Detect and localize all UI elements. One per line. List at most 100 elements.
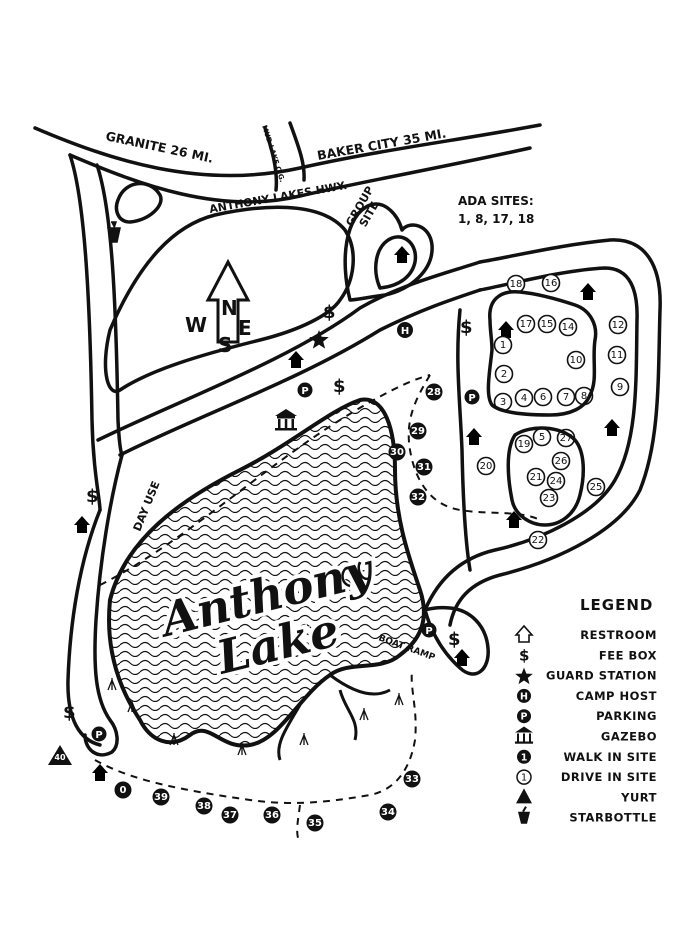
legend-label: STARBOTTLE [569, 811, 657, 825]
ada-sites: 1, 8, 17, 18 [458, 212, 534, 226]
compass-w: W [185, 313, 207, 337]
west-road-inner [95, 163, 124, 457]
west-road-outer [68, 153, 102, 512]
parking-icon: P [517, 709, 531, 724]
highway-lower-edge [68, 146, 532, 204]
walk-in-site-31: 31 [415, 458, 433, 476]
drive-in-site-icon: 1 [516, 769, 532, 785]
svg-text:2: 2 [501, 369, 507, 380]
svg-text:24: 24 [550, 476, 563, 487]
svg-text:1: 1 [500, 340, 506, 351]
svg-text:21: 21 [530, 472, 543, 483]
fee-box-icon: $ [86, 486, 99, 507]
trail-east-campsites [407, 374, 541, 521]
svg-text:35: 35 [308, 818, 322, 829]
fee-box-icon: $ [333, 376, 346, 397]
svg-text:23: 23 [543, 493, 556, 504]
drive-in-site-15: 15 [537, 314, 557, 334]
legend-row: 1 WALK IN SITE [517, 749, 657, 764]
trail-spur-35 [296, 804, 301, 839]
svg-text:32: 32 [411, 492, 425, 503]
drive-in-site-11: 11 [607, 345, 627, 365]
svg-text:25: 25 [590, 482, 603, 493]
svg-text:1: 1 [521, 752, 528, 763]
svg-text:4: 4 [521, 393, 527, 404]
restroom-icon [580, 283, 596, 300]
north-arrow-icon [205, 258, 251, 344]
drive-in-site-12: 12 [608, 315, 628, 335]
restroom-icon [498, 321, 514, 338]
main-road-south-edge [118, 288, 482, 457]
svg-text:5: 5 [539, 432, 545, 443]
group-site-loop [343, 202, 434, 302]
legend-label: GUARD STATION [546, 669, 657, 683]
legend-label: RESTROOM [580, 628, 657, 642]
campground-loops [486, 290, 598, 527]
svg-text:31: 31 [417, 462, 431, 473]
parking-icon: P [297, 382, 313, 398]
yurt-icon [48, 745, 72, 765]
restroom-icon [604, 419, 620, 436]
road-network [33, 121, 662, 757]
lakeshore-road-outer [66, 508, 102, 747]
legend-label: PARKING [596, 709, 657, 723]
mud-lake-road-left [263, 126, 279, 192]
svg-text:8: 8 [581, 391, 587, 402]
lake-shoreline [107, 397, 426, 748]
svg-text:1: 1 [521, 773, 527, 784]
fee-box-icon: $ [448, 629, 461, 650]
drive-in-site-18: 18 [506, 274, 526, 294]
mud-lake-road-right [288, 121, 306, 182]
legend-label: CAMP HOST [576, 689, 657, 703]
drive-in-site-5: 5 [532, 427, 552, 447]
restroom-icon [394, 246, 410, 263]
svg-text:17: 17 [520, 319, 533, 330]
fee-box-icon: $ [519, 646, 529, 664]
walk-in-site-34: 34 [379, 803, 397, 821]
north-loop-road [486, 290, 598, 417]
walk-in-site-37: 37 [221, 806, 239, 824]
svg-text:RAMP: RAMP [405, 644, 436, 664]
legend-row: GAZEBO [515, 726, 657, 744]
starbottle-icon [107, 221, 121, 243]
svg-text:34: 34 [381, 807, 395, 818]
drive-in-site-16: 16 [541, 273, 561, 293]
drive-in-site-17: 17 [516, 314, 536, 334]
svg-text:P: P [95, 730, 102, 741]
svg-text:P: P [521, 712, 528, 723]
legend-label: WALK IN SITE [564, 750, 657, 764]
svg-text:7: 7 [563, 392, 569, 403]
parking-icon: P [91, 726, 107, 742]
island-top-left [114, 181, 163, 224]
svg-text:26: 26 [555, 456, 568, 467]
inlet-streams [277, 673, 391, 761]
svg-text:38: 38 [197, 801, 211, 812]
fee-box-icons: $ $ $ $ $ $ [63, 302, 473, 723]
svg-text:3: 3 [500, 397, 506, 408]
trail-south-shore [94, 669, 417, 804]
svg-text:18: 18 [510, 279, 523, 290]
fee-box-icon: $ [460, 317, 473, 338]
east-campground-inner [423, 266, 639, 612]
svg-text:39: 39 [154, 792, 168, 803]
drive-in-site-20: 20 [476, 456, 496, 476]
drive-in-site-4: 4 [514, 388, 534, 408]
camp-host-icon: H [397, 322, 413, 338]
svg-text:37: 37 [223, 810, 237, 821]
svg-text:40: 40 [54, 753, 66, 762]
svg-text:11: 11 [611, 350, 624, 361]
svg-text:P: P [301, 386, 308, 397]
legend-row: $FEE BOX [519, 646, 657, 664]
svg-text:6: 6 [540, 392, 546, 403]
drive-in-site-21: 21 [526, 467, 546, 487]
legend-row: STARBOTTLE [518, 806, 657, 825]
svg-text:28: 28 [427, 387, 441, 398]
restroom-icon [288, 351, 304, 368]
svg-text:P: P [468, 393, 475, 404]
drive-in-site-14: 14 [558, 317, 578, 337]
lakeshore-road-inner [83, 453, 124, 757]
legend-row: RESTROOM [514, 624, 657, 643]
